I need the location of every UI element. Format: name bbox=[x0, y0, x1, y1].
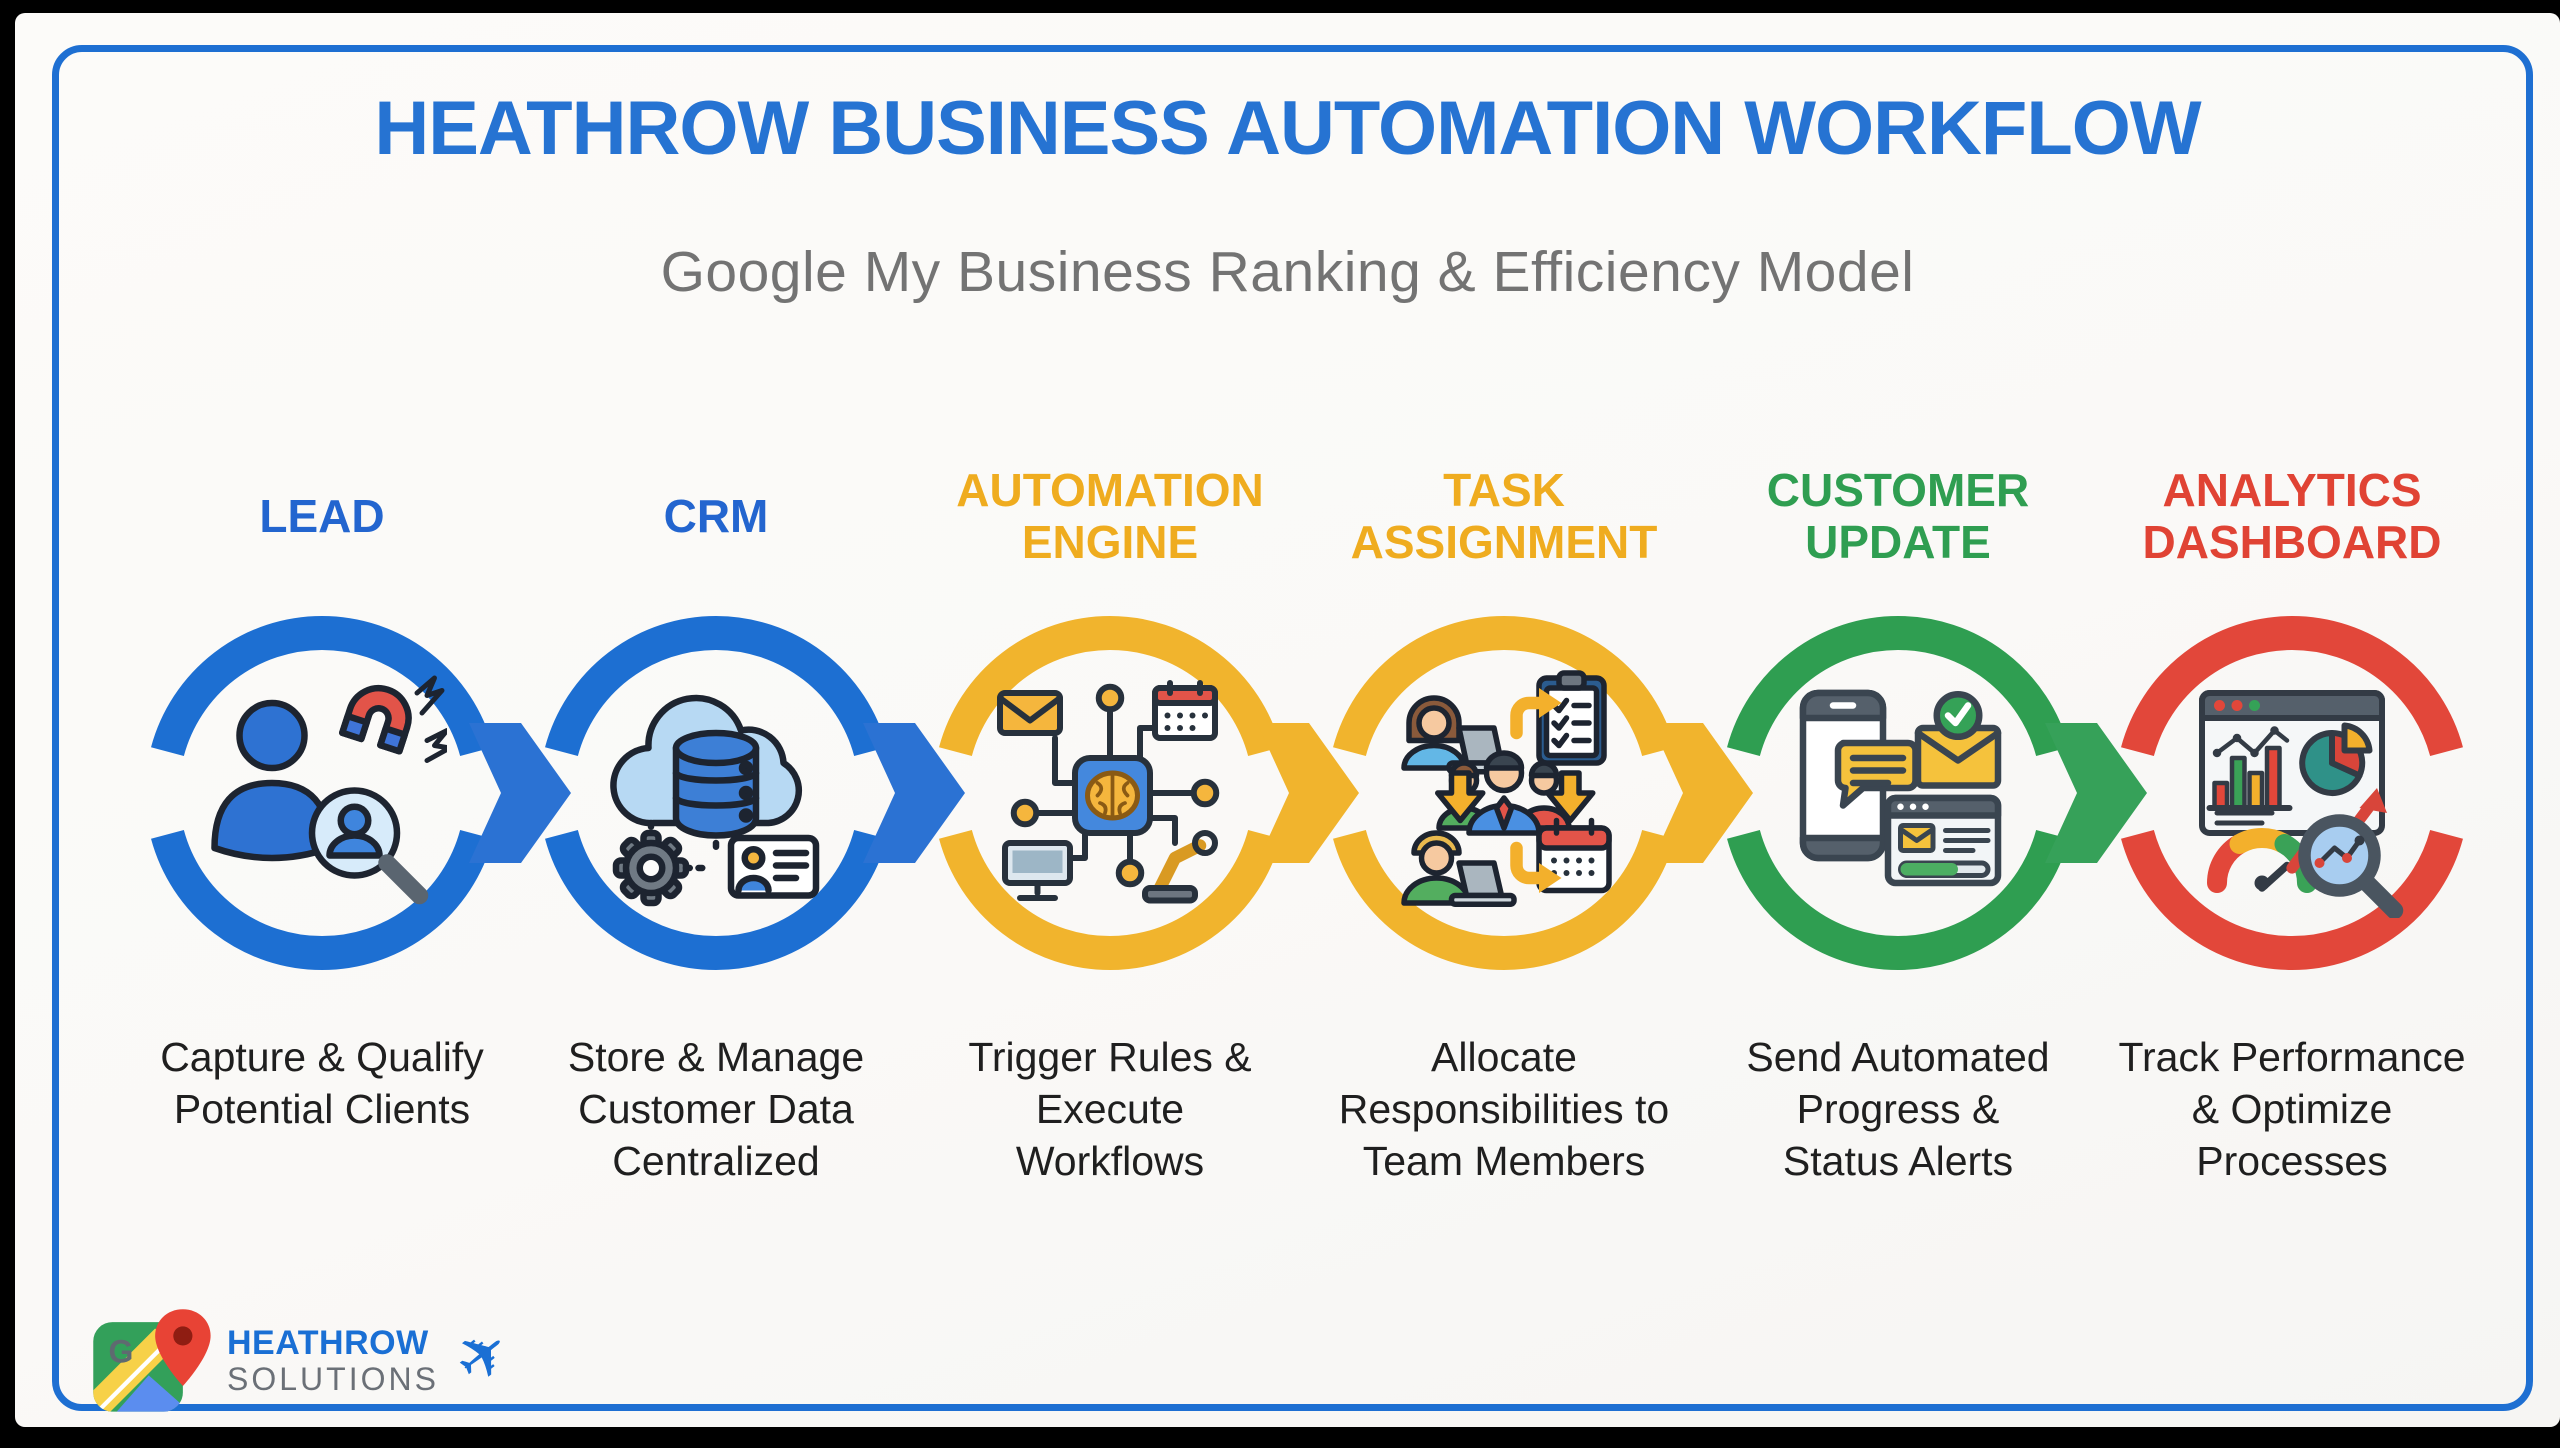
flow-arrow-crm-to-automation bbox=[863, 723, 965, 863]
stage-label: TASK ASSIGNMENT bbox=[1350, 464, 1658, 568]
stage-ring bbox=[539, 616, 893, 970]
envelope-icon bbox=[997, 690, 1063, 736]
automation-engine-icon bbox=[997, 680, 1220, 904]
task-assignment-icon bbox=[1401, 670, 1612, 907]
infographic-card: HEATHROW BUSINESS AUTOMATION WORKFLOW Go… bbox=[15, 13, 2560, 1427]
stage-automation-engine: AUTOMATION ENGINE bbox=[913, 453, 1307, 1213]
stage-crm: CRM bbox=[519, 453, 913, 1213]
magnet-icon bbox=[339, 685, 412, 755]
stage-circle bbox=[1312, 601, 1696, 985]
browser-progress-icon bbox=[1884, 794, 2002, 887]
stage-ring bbox=[2115, 616, 2469, 970]
airplane-icon: ✈ bbox=[439, 1310, 526, 1401]
stage-label: CUSTOMER UPDATE bbox=[1766, 464, 2030, 568]
worker-laptop-icon bbox=[1401, 830, 1517, 907]
stage-ring bbox=[933, 616, 1287, 970]
pie-chart-icon bbox=[2299, 722, 2373, 796]
stage-lead: LEAD bbox=[125, 453, 519, 1213]
flow-arrow-task-to-customer bbox=[1651, 723, 1753, 863]
stage-description: Capture & Qualify Potential Clients bbox=[160, 1034, 484, 1133]
assignment-arrows-icon bbox=[1435, 688, 1596, 893]
dashboard-window-icon bbox=[2199, 690, 2385, 836]
stage-label: CRM bbox=[663, 490, 769, 543]
brain-icon bbox=[1085, 770, 1140, 821]
analytics-dashboard-icon bbox=[2199, 690, 2404, 918]
brand-subname: SOLUTIONS bbox=[227, 1361, 439, 1398]
stage-analytics-dashboard: ANALYTICS DASHBOARD bbox=[2095, 453, 2489, 1213]
stage-circle bbox=[1706, 601, 2090, 985]
magnifier-icon bbox=[308, 787, 429, 905]
flow-arrow-automation-to-task bbox=[1257, 723, 1359, 863]
envelope-check-icon bbox=[1914, 691, 2002, 789]
bar-chart-icon bbox=[2206, 726, 2293, 811]
calendar-icon bbox=[1152, 680, 1218, 741]
stage-label: AUTOMATION ENGINE bbox=[956, 464, 1264, 568]
stage-circle bbox=[2100, 601, 2484, 985]
flow-arrow-lead-to-crm bbox=[469, 723, 571, 863]
stage-label: ANALYTICS DASHBOARD bbox=[2142, 464, 2442, 568]
stage-description: Allocate Responsibilities to Team Member… bbox=[1338, 1034, 1670, 1185]
stage-task-assignment: TASK ASSIGNMENT bbox=[1307, 453, 1701, 1213]
magnifier-icon bbox=[2298, 814, 2404, 918]
stage-description: Track Performance & Optimize Processes bbox=[2118, 1034, 2466, 1185]
clipboard-checklist-icon bbox=[1536, 670, 1607, 766]
stage-circle bbox=[918, 601, 1302, 985]
brand-name: HEATHROW bbox=[227, 1324, 429, 1363]
flow-arrow-customer-to-analytics bbox=[2045, 723, 2147, 863]
stage-ring bbox=[1721, 616, 2075, 970]
id-card-icon bbox=[727, 834, 820, 899]
stage-customer-update: CUSTOMER UPDATE bbox=[1701, 453, 2095, 1213]
lead-capture-icon bbox=[211, 675, 447, 905]
stage-circle bbox=[130, 601, 514, 985]
crm-database-icon bbox=[610, 694, 820, 907]
stage-circle bbox=[524, 601, 908, 985]
svg-text:G: G bbox=[109, 1334, 134, 1370]
page-title: HEATHROW BUSINESS AUTOMATION WORKFLOW bbox=[374, 86, 2201, 171]
brand-logo: G HEATHROW SOLUTIONS ✈ bbox=[89, 1305, 526, 1417]
page-subtitle: Google My Business Ranking & Efficiency … bbox=[660, 240, 1915, 304]
stage-ring bbox=[1327, 616, 1681, 970]
database-icon bbox=[672, 729, 760, 839]
stage-label: LEAD bbox=[259, 490, 385, 543]
chat-bubble-icon bbox=[1834, 739, 1919, 809]
stage-description: Trigger Rules & Execute Workflows bbox=[968, 1034, 1252, 1185]
gear-icon bbox=[612, 829, 690, 907]
stage-description: Store & Manage Customer Data Centralized bbox=[567, 1034, 865, 1185]
stage-ring bbox=[145, 616, 499, 970]
workflow-row: LEAD bbox=[125, 453, 2489, 1213]
robot-arm-icon bbox=[1142, 830, 1218, 904]
customer-update-icon bbox=[1799, 689, 2002, 887]
google-maps-pin-icon: G bbox=[93, 1309, 211, 1412]
brand-text: HEATHROW SOLUTIONS bbox=[227, 1325, 439, 1396]
stage-description: Send Automated Progress & Status Alerts bbox=[1746, 1034, 2050, 1185]
monitor-icon bbox=[1002, 840, 1073, 901]
